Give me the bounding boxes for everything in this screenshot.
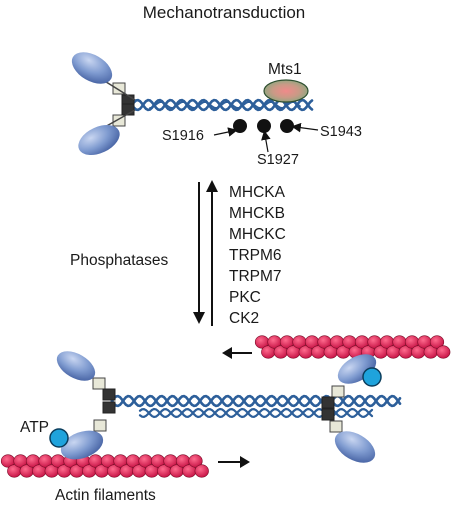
actin-filaments-label: Actin filaments (55, 487, 156, 504)
top-light-chains (102, 79, 136, 129)
phospho-site-1943-dot (280, 119, 294, 133)
top-motor-head-upper (71, 52, 113, 84)
phospho-site-1916-label: S1916 (162, 128, 204, 144)
bottom-right-head-lower (334, 431, 376, 463)
phospho-site-1943-label: S1943 (320, 124, 362, 140)
mts1-protein (263, 79, 309, 103)
diagram-title: Mechanotransduction (143, 3, 306, 22)
actin-monomer (188, 454, 203, 468)
bottom-left-head-lower (60, 430, 104, 460)
kinase-pkc: PKC (229, 289, 261, 306)
actin-direction-arrow-left (222, 347, 252, 359)
mts1-label: Mts1 (268, 61, 302, 78)
atp-molecule-right (362, 367, 382, 387)
actin-filament-upper (254, 335, 451, 359)
phospho-site-1916-dot (233, 119, 247, 133)
actin-direction-arrow-right (218, 456, 250, 468)
bottom-left-head-upper (56, 351, 96, 381)
kinase-mhcka: MHCKA (229, 184, 286, 201)
equilibrium-arrows (193, 180, 218, 326)
kinase-ck2: CK2 (229, 310, 259, 327)
actin-monomer (429, 335, 445, 349)
kinase-mhckc: MHCKC (229, 226, 286, 243)
top-motor-head-lower (78, 124, 120, 156)
actin-filament-lower (0, 454, 209, 478)
atp-label: ATP (20, 419, 49, 436)
kinase-trpm6: TRPM6 (229, 247, 282, 264)
phospho-site-1927-dot (257, 119, 271, 133)
kinase-trpm7: TRPM7 (229, 268, 282, 285)
atp-molecule-left (49, 428, 69, 448)
actin-monomer (436, 345, 451, 359)
bottom-coiled-coil (110, 394, 402, 419)
kinase-mhckb: MHCKB (229, 205, 285, 222)
top-myosin-molecule: Mts1 S1916 S1927 S1943 (71, 52, 362, 168)
kinase-list: MHCKA MHCKB MHCKC TRPM6 TRPM7 PKC CK2 (229, 184, 286, 327)
phosphatases-label: Phosphatases (70, 252, 168, 269)
actin-monomer (194, 464, 209, 478)
bottom-left-myosin: ATP (20, 351, 116, 460)
phospho-site-1927-label: S1927 (257, 152, 299, 168)
bottom-right-myosin (321, 354, 382, 463)
